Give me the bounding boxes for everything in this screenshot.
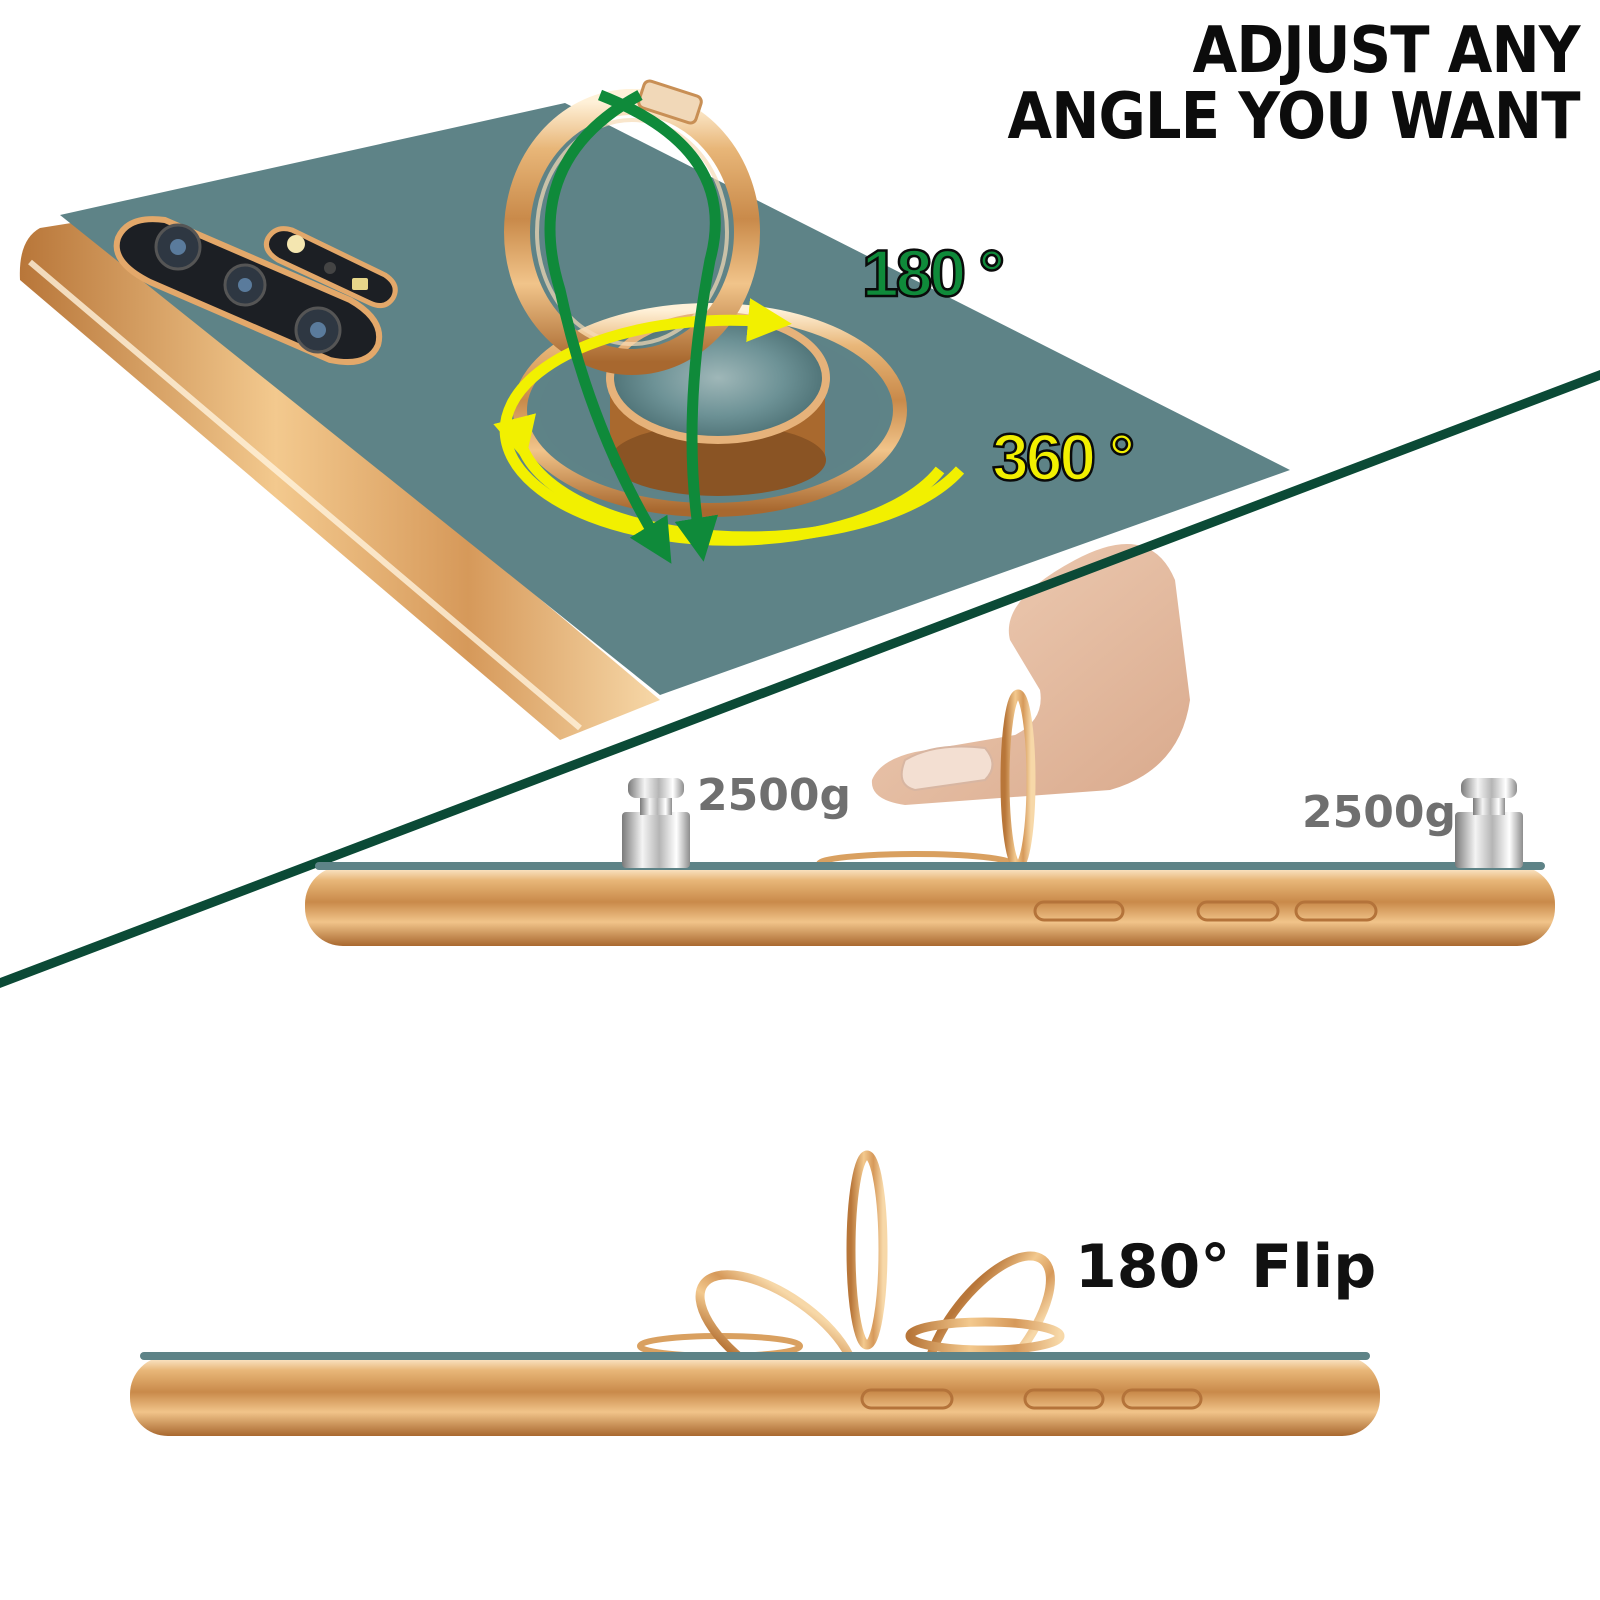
weight-left-icon xyxy=(622,778,690,868)
rotation-label-180: 180 ° xyxy=(862,236,1002,310)
rotation-label-360: 360 ° xyxy=(992,420,1132,494)
rotation-arrows xyxy=(493,89,965,564)
headline-line-2: ANGLE YOU WANT xyxy=(1007,80,1581,154)
weight-right-icon xyxy=(1455,778,1523,868)
case-edge-highlight xyxy=(28,259,582,731)
case-gold-edge xyxy=(19,220,661,740)
flash-icon xyxy=(287,235,305,253)
headline: ADJUST ANY ANGLE YOU WANT xyxy=(1007,14,1581,154)
camera-module xyxy=(113,216,398,366)
weight-label-left: 2500g xyxy=(697,770,851,821)
ring-holder xyxy=(504,79,907,517)
finger-illustration xyxy=(871,544,1190,805)
phone-body-side xyxy=(305,866,1555,946)
phone-side-view-weights xyxy=(305,689,1555,946)
vertical-rotation-arrow xyxy=(544,90,672,564)
phone-body-side-flip xyxy=(130,1356,1380,1436)
headline-line-1: ADJUST ANY xyxy=(1193,14,1581,88)
flip-label: 180° Flip xyxy=(1075,1232,1377,1302)
diagonal-divider xyxy=(0,370,1600,988)
phone-side-view-flip xyxy=(130,1150,1380,1436)
weight-label-right: 2500g xyxy=(1302,787,1456,838)
